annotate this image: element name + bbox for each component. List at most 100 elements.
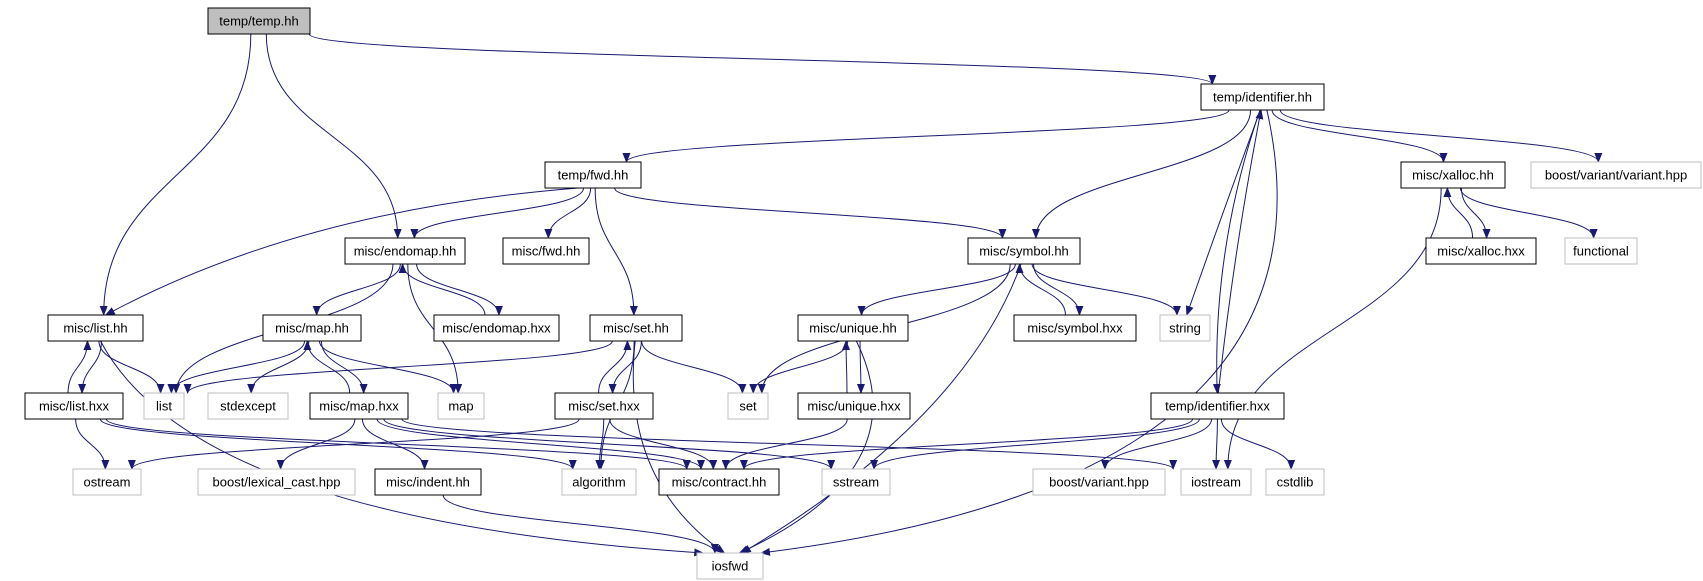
node-misc-endomap-hxx[interactable]: misc/endomap.hxx (433, 314, 560, 342)
node-label: temp/fwd.hh (558, 168, 629, 183)
edge-misc-map-hxx-to-misc-contract-hh (376, 418, 705, 470)
node-temp-identifier-hh[interactable]: temp/identifier.hh (1200, 83, 1325, 111)
node-box (502, 237, 590, 265)
node-box (309, 392, 409, 420)
node-label: boost/variant.hpp (1049, 475, 1149, 490)
node-box (1180, 468, 1252, 496)
node-functional: functional (1564, 237, 1638, 265)
node-box (1265, 468, 1325, 496)
node-label: set (739, 399, 757, 414)
edge-misc-unique-hxx-to-misc-unique-hh (842, 340, 851, 394)
edge-temp-temp-hh-to-temp-identifier-hh (308, 33, 1216, 85)
node-misc-endomap-hh[interactable]: misc/endomap.hh (344, 237, 466, 265)
edge-temp-fwd-hh-to-misc-set-hh (594, 187, 638, 316)
node-label: ostream (84, 475, 131, 490)
node-misc-unique-hxx[interactable]: misc/unique.hxx (797, 392, 911, 420)
node-label: misc/endomap.hh (354, 244, 457, 259)
node-box (47, 314, 144, 342)
edge-temp-identifier-hh-to-misc-symbol-hh (1031, 109, 1252, 239)
node-label: list (156, 399, 172, 414)
node-temp-identifier-hxx[interactable]: temp/identifier.hxx (1150, 392, 1285, 420)
node-box (1159, 314, 1211, 342)
edge-misc-map-hh-to-misc-map-hxx (320, 340, 368, 394)
edge-temp-identifier-hh-to-boost-variant-variant-hpp (1279, 109, 1603, 163)
node-box (1400, 161, 1506, 189)
node-label: boost/lexical_cast.hpp (213, 475, 341, 490)
node-misc-indent-hh[interactable]: misc/indent.hh (374, 468, 482, 496)
node-box (821, 468, 891, 496)
node-box (262, 314, 362, 342)
node-label: misc/map.hh (275, 321, 349, 336)
edge-misc-symbol-hh-to-misc-symbol-hxx (1033, 263, 1084, 316)
node-box (561, 468, 637, 496)
node-layer: temp/temp.hh temp/identifier.hh temp/fwd.h… (24, 7, 1702, 580)
node-set: set (727, 392, 769, 420)
edge-temp-fwd-hh-to-misc-endomap-hh (410, 187, 585, 239)
edge-misc-symbol-hh-to-string (1031, 263, 1181, 316)
node-temp-temp-hh[interactable]: temp/temp.hh (207, 7, 311, 35)
node-label: misc/contract.hh (672, 475, 767, 490)
node-box (344, 237, 466, 265)
node-misc-set-hh[interactable]: misc/set.hh (589, 314, 683, 342)
edge-temp-identifier-hxx-to-boost-variant-hpp (1100, 418, 1213, 470)
node-label: misc/fwd.hh (512, 244, 581, 259)
node-algorithm: algorithm (561, 468, 637, 496)
node-label: misc/list.hxx (39, 399, 110, 414)
edge-misc-set-hxx-to-misc-contract-hh (609, 418, 718, 470)
edge-temp-temp-hh-to-misc-endomap-hh (265, 33, 402, 239)
edge-temp-identifier-hh-to-string (1185, 109, 1261, 316)
node-label: iosfwd (712, 559, 749, 574)
edge-misc-map-hxx-to-boost-lexical-cast-hpp (276, 418, 356, 470)
node-label: misc/symbol.hh (979, 244, 1069, 259)
node-label: string (1169, 321, 1201, 336)
node-box (24, 392, 124, 420)
edge-misc-unique-hh-to-iosfwd (738, 340, 874, 554)
edge-misc-map-hxx-to-sstream (383, 418, 835, 470)
node-misc-set-hxx[interactable]: misc/set.hxx (554, 392, 654, 420)
edge-misc-list-hh-to-list (98, 340, 165, 394)
node-misc-symbol-hxx[interactable]: misc/symbol.hxx (1013, 314, 1137, 342)
edge-misc-xalloc-hh-to-functional (1459, 187, 1598, 239)
node-label: misc/symbol.hxx (1027, 321, 1123, 336)
edge-misc-list-hh-to-misc-list-hxx (78, 340, 102, 394)
node-boost-lexical-cast-hpp: boost/lexical_cast.hpp (197, 468, 356, 496)
node-box (197, 468, 356, 496)
edge-temp-identifier-hh-to-misc-xalloc-hh (1271, 109, 1448, 163)
node-misc-map-hh[interactable]: misc/map.hh (262, 314, 362, 342)
node-misc-xalloc-hxx[interactable]: misc/xalloc.hxx (1425, 237, 1537, 265)
edge-temp-temp-hh-to-misc-list-hh (99, 33, 252, 316)
edge-temp-fwd-hh-to-misc-symbol-hh (614, 187, 1007, 239)
node-label: misc/indent.hh (386, 475, 470, 490)
node-misc-contract-hh[interactable]: misc/contract.hh (658, 468, 780, 496)
node-misc-fwd-hh[interactable]: misc/fwd.hh (502, 237, 590, 265)
node-temp-fwd-hh[interactable]: temp/fwd.hh (544, 161, 642, 189)
node-misc-unique-hh[interactable]: misc/unique.hh (797, 314, 909, 342)
node-label: misc/set.hxx (568, 399, 640, 414)
edge-misc-list-hxx-to-ostream (75, 418, 110, 470)
edge-layer (67, 33, 1603, 557)
node-misc-xalloc-hh[interactable]: misc/xalloc.hh (1400, 161, 1506, 189)
node-label: misc/endomap.hxx (442, 321, 551, 336)
edge-misc-set-hxx-to-algorithm (595, 418, 605, 470)
node-misc-list-hh[interactable]: misc/list.hh (47, 314, 144, 342)
edge-temp-identifier-hxx-to-temp-identifier-hh (1217, 109, 1264, 394)
edge-misc-symbol-hh-to-misc-unique-hh (857, 263, 1016, 316)
node-box (1150, 392, 1285, 420)
node-label: functional (1573, 244, 1629, 259)
edge-misc-endomap-hxx-to-misc-endomap-hh (398, 263, 486, 316)
node-misc-list-hxx[interactable]: misc/list.hxx (24, 392, 124, 420)
edge-misc-endomap-hh-to-misc-map-hh (312, 263, 401, 316)
node-label: misc/map.hxx (319, 399, 399, 414)
node-stdexcept: stdexcept (207, 392, 289, 420)
node-iosfwd: iosfwd (696, 552, 764, 580)
node-list: list (143, 392, 185, 420)
node-misc-symbol-hh[interactable]: misc/symbol.hh (967, 237, 1081, 265)
edge-misc-endomap-hh-to-misc-endomap-hxx (416, 263, 503, 316)
edge-misc-set-hh-to-iosfwd (632, 340, 726, 554)
node-box (727, 392, 769, 420)
node-misc-map-hxx[interactable]: misc/map.hxx (309, 392, 409, 420)
edge-temp-identifier-hh-to-temp-identifier-hxx (1212, 109, 1261, 394)
node-box (658, 468, 780, 496)
edge-temp-identifier-hxx-to-cstdlib (1220, 418, 1296, 470)
edge-misc-xalloc-hxx-to-misc-xalloc-hh (1443, 187, 1474, 239)
